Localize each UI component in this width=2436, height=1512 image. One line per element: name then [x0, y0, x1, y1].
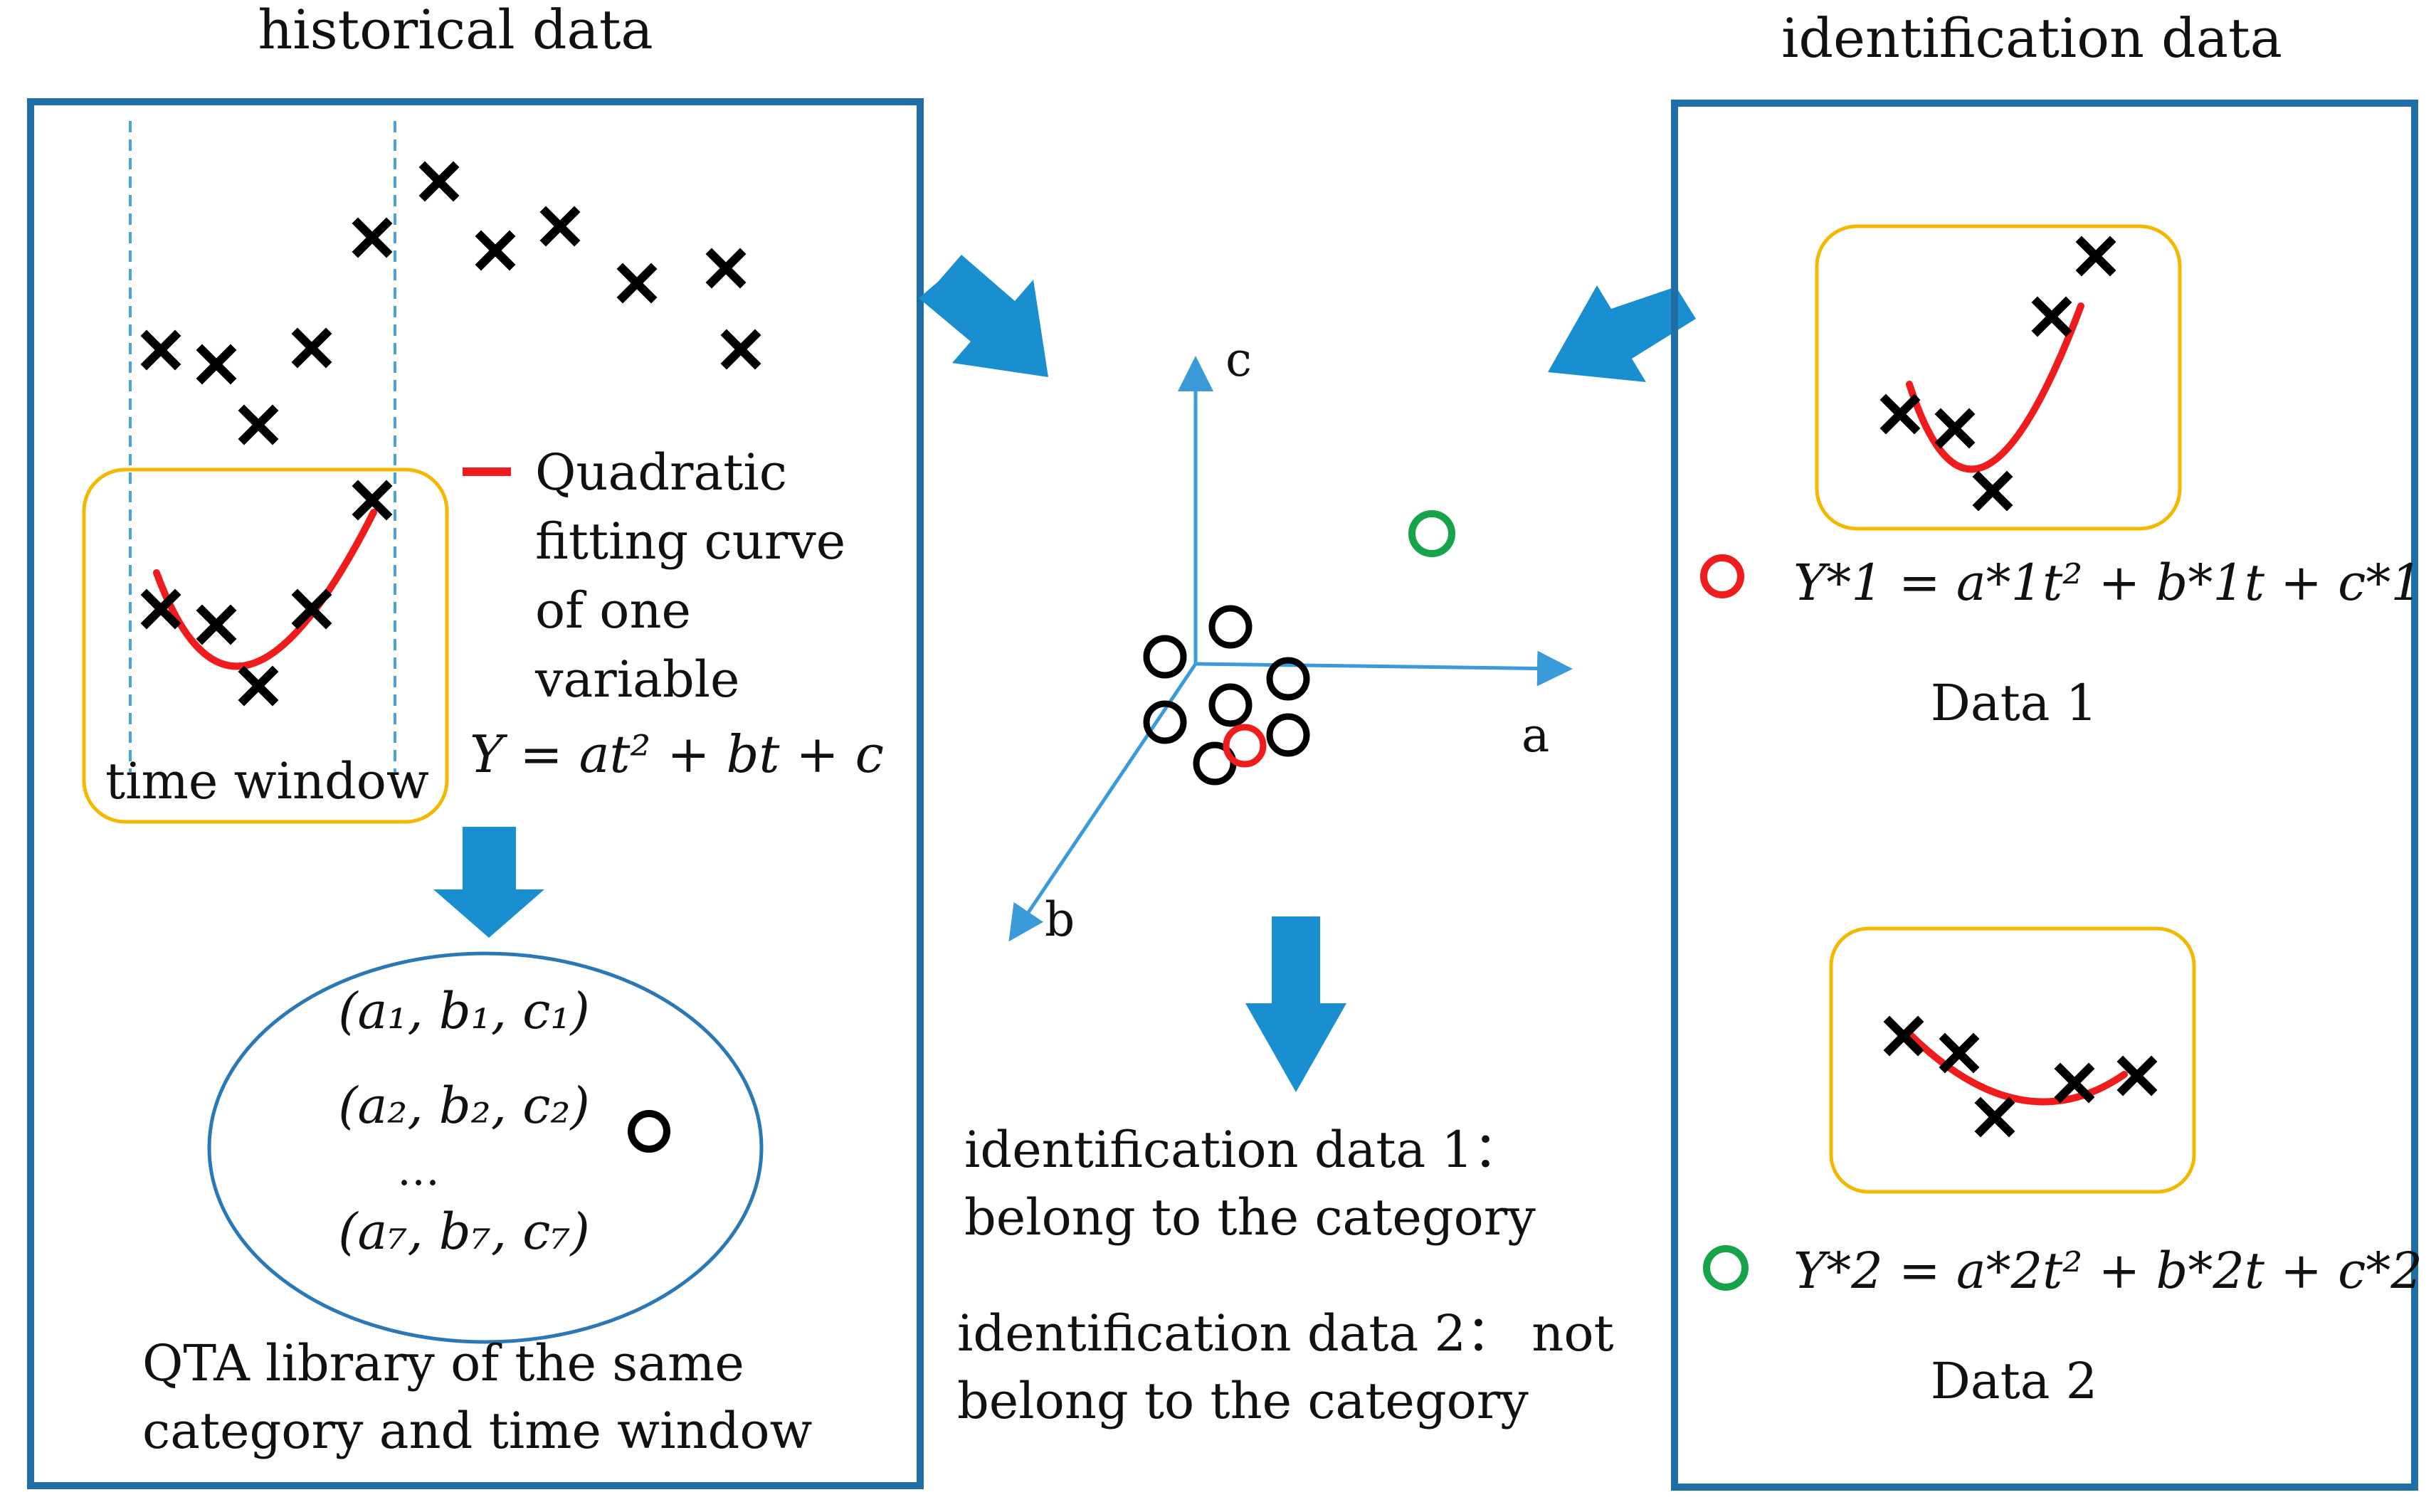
data-2-label: Data 2 [1931, 1352, 2098, 1410]
axis-label-a: a [1522, 708, 1549, 763]
data-1-equation: Y*1 = a*1t² + b*1t + c*1 [1793, 554, 2422, 612]
data-2-fit-curve [1904, 1028, 2128, 1106]
legend-line-3: of one [535, 581, 691, 640]
x-mark-icon [539, 206, 581, 247]
x-mark-icon [140, 588, 181, 630]
x-mark-icon [352, 217, 393, 258]
result-data-1-line-1: identification data 1： [964, 1121, 1523, 1179]
circle-marker-icon [628, 1110, 670, 1153]
data-1-red-marker [1700, 554, 1744, 598]
data-1-fit-curve [1906, 302, 2084, 473]
qta-entry-ellipsis: … [397, 1146, 440, 1195]
circle-marker-icon [1266, 657, 1310, 701]
data-1-label: Data 1 [1931, 674, 2098, 732]
flow-arrow-from-history [919, 255, 1048, 377]
x-mark-icon [291, 327, 332, 369]
x-mark-icon [238, 665, 279, 707]
x-mark-icon [291, 588, 332, 630]
data-2-window-box [1829, 926, 2196, 1194]
x-mark-icon [2031, 296, 2072, 337]
circle-marker-icon [1208, 605, 1253, 649]
x-mark-icon [352, 480, 393, 521]
quadratic-equation: Y = at² + bt + c [470, 724, 884, 784]
axis-label-c: c [1225, 332, 1252, 387]
time-window-label: time window [105, 752, 429, 810]
identification-data-panel [1671, 100, 2418, 1491]
legend-line-2: fitting curve [535, 512, 845, 571]
historical-data-points [140, 161, 761, 445]
x-mark-icon [1879, 393, 1921, 435]
qta-caption-line-1: QTA library of the same [142, 1334, 744, 1392]
x-mark-icon [2116, 1055, 2158, 1096]
x-mark-icon [1939, 1032, 1980, 1074]
circle-marker-icon [1143, 635, 1187, 679]
historical-data-title: historical data [258, 0, 653, 61]
x-mark-icon [2054, 1062, 2095, 1104]
x-mark-icon [418, 161, 460, 202]
data-2-points [1883, 1015, 2158, 1138]
identification-point-2-marker [1408, 510, 1455, 557]
historical-data-panel [27, 98, 924, 1489]
identification-point-1-marker [1223, 724, 1267, 768]
x-mark-icon [1883, 1015, 1924, 1057]
qta-entry-1: (a₁, b₁, c₁) [338, 982, 590, 1040]
result-data-1-line-2: belong to the category [964, 1188, 1536, 1247]
identification-data-title: identification data [1781, 6, 2282, 70]
axis-a [1195, 650, 1573, 687]
qta-entry-2: (a₂, b₂, c₂) [338, 1077, 590, 1135]
x-mark-icon [2075, 236, 2116, 277]
data-1-window-box [1815, 224, 2182, 531]
x-mark-icon [475, 230, 516, 271]
x-mark-icon [1972, 470, 2013, 512]
down-arrow-icon [1245, 916, 1346, 1092]
down-arrow-icon [433, 827, 544, 938]
data-1-points [1879, 236, 2116, 512]
window-data-points [140, 480, 393, 707]
legend-line-1: Quadratic [535, 443, 787, 502]
x-mark-icon [616, 263, 658, 304]
library-points-cluster [1143, 605, 1310, 786]
x-mark-icon [196, 604, 237, 645]
qta-library-ellipse [207, 951, 764, 1344]
x-mark-icon [1934, 408, 1976, 449]
x-mark-icon [196, 344, 237, 385]
x-mark-icon [1974, 1096, 2015, 1138]
qta-entry-7: (a₇, b₇, c₇) [338, 1202, 590, 1261]
qta-caption-line-2: category and time window [142, 1402, 812, 1460]
axis-b [1008, 662, 1198, 942]
x-mark-icon [140, 329, 181, 371]
axis-label-b: b [1045, 892, 1075, 947]
flow-arrow-from-identification [1548, 285, 1696, 382]
quadratic-fit-curve [153, 509, 377, 670]
time-window-box [82, 467, 449, 824]
x-mark-icon [705, 248, 747, 289]
parameter-space-axes [1008, 356, 1573, 942]
x-mark-icon [720, 329, 761, 370]
result-data-2-line-2: belong to the category [957, 1372, 1529, 1430]
data-2-equation: Y*2 = a*2t² + b*2t + c*2 [1793, 1242, 2422, 1300]
circle-marker-icon [1266, 713, 1310, 757]
x-mark-icon [238, 404, 279, 445]
circle-marker-icon [1143, 700, 1187, 744]
data-2-green-marker [1703, 1245, 1749, 1291]
result-data-2-line-1: identification data 2： not [957, 1304, 1614, 1363]
circle-marker-icon [1208, 683, 1253, 727]
legend-line-4: variable [534, 650, 740, 709]
